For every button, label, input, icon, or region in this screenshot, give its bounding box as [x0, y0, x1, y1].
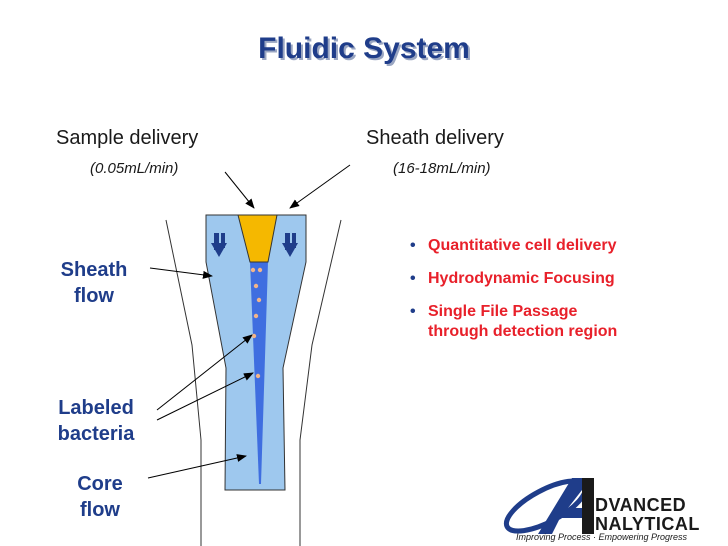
labeled-bacteria-pointer-lower	[156, 372, 254, 421]
sheath-delivery-pointer	[289, 164, 351, 209]
core-flow-label: Core flow	[60, 471, 140, 523]
core-flow-label-line1: Core	[77, 473, 123, 495]
sample-delivery-rate: (0.05mL/min)	[90, 160, 179, 177]
logo-line2: NALYTICAL	[595, 514, 700, 534]
sample-delivery-pointer	[224, 171, 255, 209]
feature-item-text-line2: through detection region	[428, 323, 618, 341]
bullet-dot-icon: •	[410, 269, 416, 287]
bacterium	[257, 267, 263, 273]
sample-delivery-heading: Sample delivery	[56, 127, 199, 149]
feature-item-text-line1: Single File Passage	[428, 302, 578, 320]
sheath-flow-label: Sheath flow	[54, 257, 134, 309]
feature-item-text: Quantitative cell delivery	[428, 237, 617, 254]
labeled-bacteria-label: Labeled bacteria	[46, 395, 146, 447]
outer-wall-right	[299, 219, 342, 546]
bacterium	[256, 297, 262, 303]
bacterium	[253, 313, 259, 319]
feature-item: • Hydrodynamic Focusing	[408, 269, 708, 290]
company-logo: DVANCED NALYTICAL Improving Process · Em…	[498, 472, 720, 542]
sheath-flow-arrow-left	[211, 233, 227, 257]
bacterium	[251, 333, 257, 339]
page-title: Fluidic System	[258, 32, 470, 65]
sheath-delivery-rate: (16-18mL/min)	[393, 160, 491, 177]
sheath-delivery-heading: Sheath delivery	[366, 127, 504, 149]
feature-item: • Quantitative cell delivery	[408, 236, 708, 257]
core-flow-label-line2: flow	[80, 499, 120, 521]
feature-item: • Single File Passage through detection …	[408, 302, 708, 344]
sheath-flow-pointer	[149, 267, 213, 279]
logo-line1: DVANCED	[595, 495, 687, 515]
labeled-bacteria-label-line1: Labeled	[58, 397, 134, 419]
bullet-dot-icon: •	[410, 302, 416, 320]
labeled-bacteria-pointer-upper	[156, 334, 253, 411]
logo-a-mark-icon	[503, 478, 594, 534]
bullet-dot-icon: •	[410, 237, 416, 254]
logo-tagline: Improving Process · Empowering Progress	[516, 532, 688, 542]
sheath-flow-label-line1: Sheath	[60, 259, 128, 281]
core-flow-pointer	[147, 454, 247, 479]
labeled-bacteria-label-line2: bacteria	[57, 423, 135, 445]
feature-list: • Quantitative cell delivery • Hydrodyna…	[408, 236, 708, 355]
sheath-flow-arrow-right	[282, 233, 298, 257]
feature-item-text: Hydrodynamic Focusing	[428, 269, 615, 287]
sample-injector	[237, 214, 278, 263]
outer-wall-left	[165, 219, 202, 546]
bacterium	[255, 373, 261, 379]
bacterium	[250, 267, 256, 273]
bacterium	[253, 283, 259, 289]
bacteria-dots	[250, 267, 263, 379]
sheath-flow-label-line2: flow	[74, 285, 114, 307]
